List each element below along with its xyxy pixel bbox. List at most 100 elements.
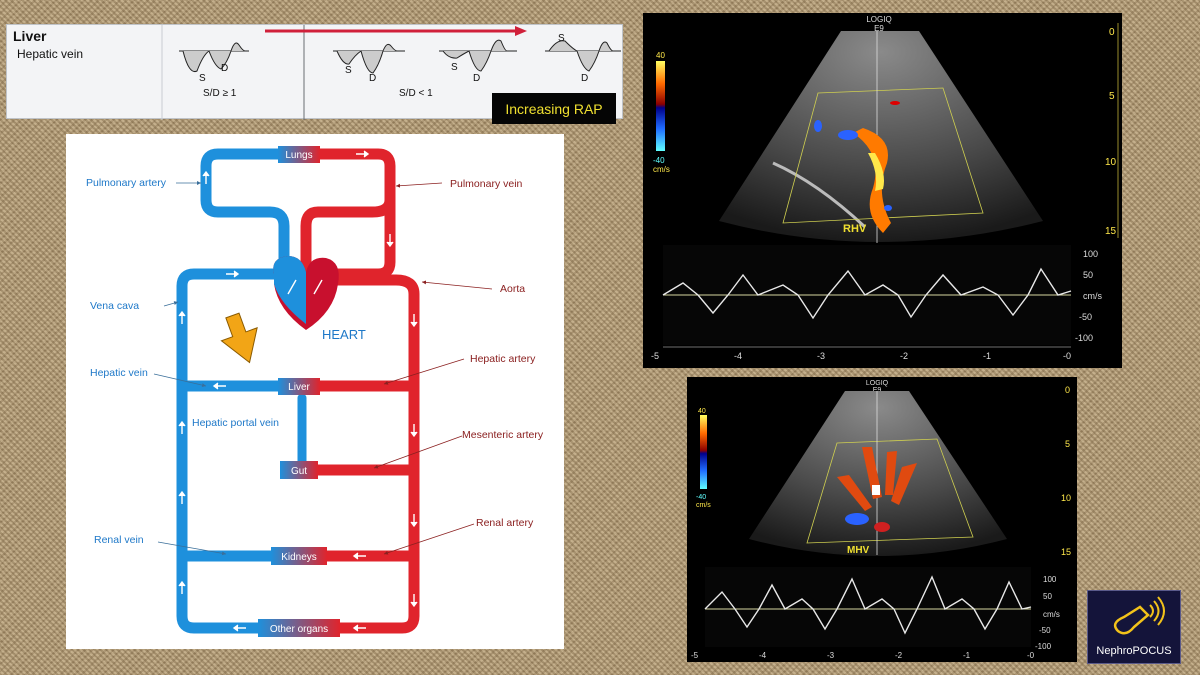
increasing-rap-label: Increasing RAP [492,93,616,124]
vel-tick-neg50: -50 [1039,626,1051,635]
lungs-box [278,146,320,163]
depth-tick-15: 15 [1105,226,1117,237]
vel-tick-50: 50 [1083,270,1093,280]
ratio-lt-label: S/D < 1 [399,88,433,99]
vena-cava-vessel [176,268,290,634]
depth-tick-15: 15 [1061,547,1071,557]
depth-tick-5: 5 [1109,91,1115,102]
vel-tick-neg100: -100 [1035,642,1052,651]
waveform-reversed-s [545,40,621,72]
vel-unit: cm/s [1083,291,1102,301]
heart-label: HEART [322,327,366,342]
mesenteric-artery-label: Mesenteric artery [462,429,544,441]
depth-tick-10: 10 [1061,493,1071,503]
us-model: E9 [874,24,884,33]
vessel-label: RHV [843,223,867,235]
pulmonary-vein-inner [300,194,396,275]
time-tick-5: -5 [691,651,699,660]
hepatic-vein-waveform-panel: Liver Hepatic vein S D S D S D S D [6,24,623,120]
time-tick-1: -1 [983,351,991,361]
waveform-sd-ge-1 [179,42,249,73]
time-tick-0: -0 [1027,651,1035,660]
bmode-sector [719,31,1043,242]
circulation-diagram: Lungs Liver Gut Kidneys Other organs HEA… [66,134,564,649]
ultrasound-rhv: LOGIQ E9 40 -40 cm/s RHV 0 5 10 15 [643,13,1122,368]
pulmonary-vein-label: Pulmonary vein [450,178,523,190]
time-tick-4: -4 [759,651,767,660]
panel-subtitle: Hepatic vein [17,47,84,61]
circulation-svg: Lungs Liver Gut Kidneys Other organs HEA… [86,146,544,637]
vel-tick-neg100: -100 [1075,333,1093,343]
increasing-pressure-arrow-icon [220,312,258,364]
us-brand: LOGIQ [866,15,891,24]
wf4-d-label: D [581,73,589,84]
ratio-ge-label: S/D ≥ 1 [203,88,237,99]
other-organs-label: Other organs [270,624,328,635]
hepatic-artery-label: Hepatic artery [470,353,536,365]
scale-unit: cm/s [696,502,711,509]
gut-label: Gut [291,466,307,477]
wf4-s-label: S [558,33,565,44]
depth-tick-5: 5 [1065,439,1070,449]
time-tick-2: -2 [900,351,908,361]
scale-max: 40 [656,51,665,60]
gut-box [280,461,318,479]
wf1-d-label: D [221,63,229,74]
depth-tick-0: 0 [1065,385,1070,395]
spectral-trace [662,245,1072,345]
hepatic-vein-label: Hepatic vein [90,367,148,379]
vessel-label: MHV [847,545,870,556]
color-flow [814,101,900,233]
scale-unit: cm/s [653,165,670,174]
renal-artery-label: Renal artery [476,517,534,529]
hepatic-portal-vein-label: Hepatic portal vein [192,417,279,429]
other-organs-box [258,619,340,637]
time-tick-3: -3 [817,351,825,361]
liver-label: Liver [288,382,310,393]
time-tick-5: -5 [651,351,659,361]
renal-vein-label: Renal vein [94,534,144,546]
heart-icon [273,256,339,330]
arrow-head-icon [515,26,527,36]
bmode-sector [749,391,1007,556]
wf3-s-label: S [451,62,458,73]
vena-cava-label: Vena cava [90,300,139,312]
logo-text: NephroPOCUS [1096,645,1172,657]
vel-tick-neg50: -50 [1079,312,1092,322]
ultrasound-probe-icon [1113,596,1165,635]
scale-min: -40 [653,156,665,165]
color-box [782,87,984,224]
waveform-sd-lt-1 [333,43,405,74]
color-box [806,438,974,544]
depth-tick-10: 10 [1105,157,1117,168]
time-tick-1: -1 [963,651,971,660]
time-tick-4: -4 [734,351,742,361]
vel-tick-100: 100 [1043,575,1057,584]
ultrasound-rhv-svg: LOGIQ E9 40 -40 cm/s RHV 0 5 10 15 [651,15,1119,361]
depth-tick-0: 0 [1109,27,1115,38]
scale-max: 40 [698,408,706,415]
lungs-label: Lungs [285,150,312,161]
wf1-s-label: S [199,73,206,84]
liver-box [278,378,320,395]
vel-tick-50: 50 [1043,592,1052,601]
time-tick-2: -2 [895,651,903,660]
color-flow [837,447,917,532]
us-brand: LOGIQ [866,380,889,387]
time-tick-3: -3 [827,651,835,660]
spectral-trace [704,567,1032,647]
pulmonary-artery-vessel [200,148,290,280]
ultrasound-mhv-svg: LOGIQ E9 40 -40 cm/s MHV 0 5 10 15 [691,380,1071,660]
pulmonary-artery-label: Pulmonary artery [86,177,167,189]
kidneys-label: Kidneys [281,552,317,563]
aorta-label: Aorta [500,283,525,295]
time-tick-0: -0 [1063,351,1071,361]
color-scale-bar [700,415,707,489]
vel-tick-100: 100 [1083,249,1098,259]
color-scale-bar [656,61,665,151]
us-model: E9 [873,387,882,394]
wf2-s-label: S [345,65,352,76]
kidneys-box [271,547,327,565]
waveform-sd-lt-2 [439,39,517,72]
waveform-drawings [161,25,621,120]
